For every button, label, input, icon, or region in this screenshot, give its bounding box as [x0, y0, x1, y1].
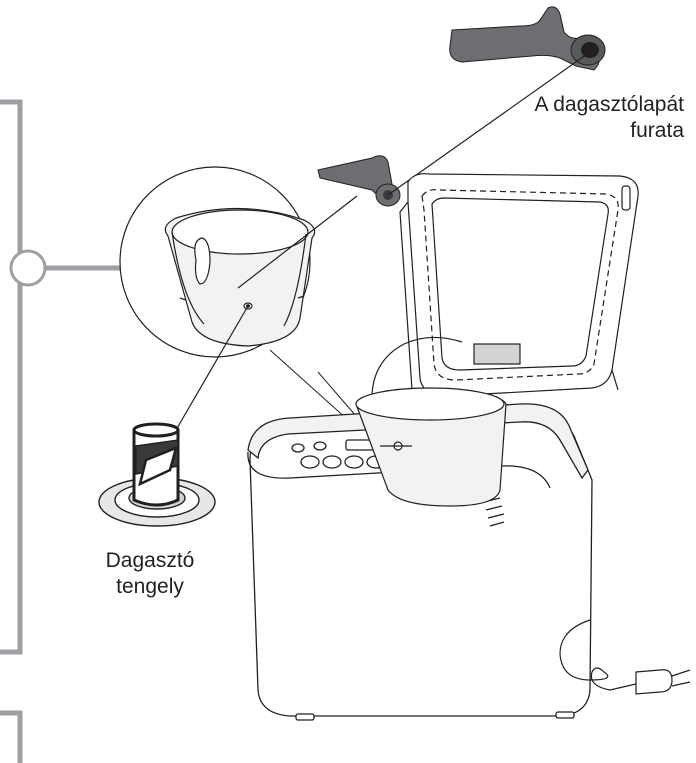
kneading-shaft-icon [98, 422, 216, 527]
paddle-hole-label: A dagasztólapát furata [535, 92, 684, 144]
bracket-frame [0, 99, 122, 763]
paddle-hole-label-line2: furata [630, 119, 684, 142]
bracket-connector [9, 249, 47, 287]
bread-maker-lid [399, 173, 639, 405]
small-paddle-icon [317, 155, 401, 207]
pan-detail [164, 207, 316, 347]
leader-lines [175, 51, 591, 431]
kneading-shaft-label: Dagasztó tengely [70, 548, 230, 600]
kneading-paddle-icon [449, 6, 606, 71]
kneading-shaft-label-line2: tengely [116, 575, 184, 598]
power-plug-icon [559, 619, 691, 695]
paddle-hole-label-line1: A dagasztólapát [534, 93, 684, 116]
kneading-shaft-label-line1: Dagasztó [105, 549, 195, 572]
bread-pan [355, 336, 507, 507]
